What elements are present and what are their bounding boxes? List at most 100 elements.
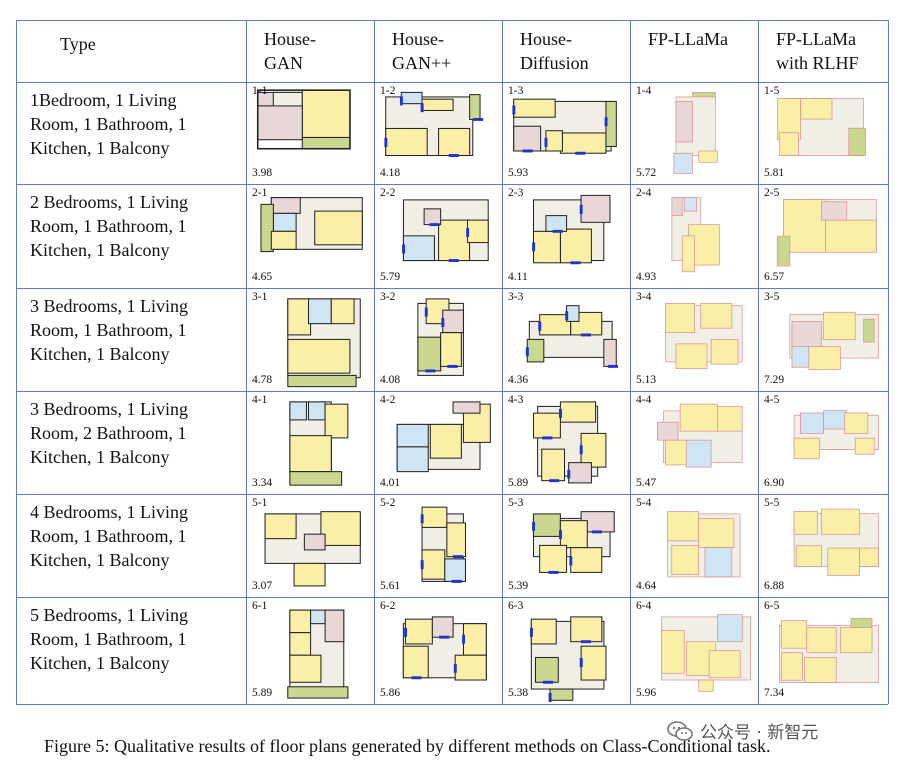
- room: [549, 688, 574, 701]
- table-rule-horizontal: [16, 184, 888, 185]
- door: [522, 149, 533, 153]
- floorplan-drawing: [777, 98, 866, 156]
- room: [289, 632, 312, 656]
- room: [532, 513, 561, 537]
- table-rule-horizontal: [16, 494, 888, 495]
- door: [384, 137, 388, 147]
- room: [566, 305, 580, 322]
- table-rule-vertical: [16, 20, 17, 704]
- room: [559, 132, 607, 154]
- room: [568, 462, 592, 484]
- room: [541, 448, 566, 482]
- sample-score: 5.13: [636, 374, 657, 386]
- room: [806, 627, 837, 654]
- room: [665, 439, 687, 466]
- sample-id: 1-1: [252, 85, 268, 97]
- sample-score: 4.36: [508, 374, 529, 386]
- room: [324, 609, 345, 643]
- room: [580, 432, 607, 468]
- room: [385, 127, 428, 156]
- watermark: 公众号 · 新智元: [666, 718, 818, 743]
- sample-score: 5.86: [380, 687, 401, 699]
- room: [423, 208, 442, 226]
- sample-score: 5.89: [252, 687, 273, 699]
- floorplan-cell: 2-1 4.65: [248, 186, 372, 286]
- room: [679, 403, 718, 432]
- sample-id: 3-1: [252, 291, 268, 303]
- door: [579, 445, 583, 455]
- room: [661, 630, 685, 674]
- door: [473, 117, 484, 121]
- sample-score: 4.11: [508, 271, 528, 283]
- column-header-line: FP-LLaMa: [776, 29, 856, 49]
- door: [439, 635, 450, 639]
- table-rule-horizontal: [16, 288, 888, 289]
- door: [451, 579, 462, 583]
- table-rule-vertical: [502, 20, 503, 704]
- room: [823, 410, 848, 430]
- door: [429, 223, 440, 227]
- door: [420, 103, 424, 113]
- room: [698, 518, 735, 548]
- sample-id: 2-1: [252, 187, 268, 199]
- sample-score: 3.98: [252, 167, 273, 179]
- room: [854, 437, 875, 455]
- room: [827, 547, 860, 576]
- floorplan-drawing: [779, 618, 879, 683]
- floorplan-drawing: [287, 609, 349, 699]
- column-header-line: House-: [520, 29, 572, 49]
- door: [548, 692, 552, 702]
- row-type-line: Room, 1 Bathroom, 1: [30, 526, 187, 546]
- floorplan-cell: 1-1 3.98: [248, 84, 372, 182]
- row-type-line: Kitchen, 1 Balcony: [30, 447, 170, 467]
- sample-id: 4-3: [508, 394, 524, 406]
- sample-id: 2-5: [764, 187, 780, 199]
- room: [452, 401, 481, 414]
- sample-score: 4.93: [636, 271, 657, 283]
- door: [447, 364, 458, 368]
- floorplan-drawing: [384, 91, 484, 157]
- room: [324, 403, 349, 439]
- sample-id: 6-4: [636, 600, 652, 612]
- column-header: FP-LLaMa with RLHF: [776, 27, 859, 75]
- table-rule-horizontal: [16, 20, 888, 21]
- door: [559, 408, 562, 418]
- room: [272, 212, 297, 232]
- room: [681, 235, 695, 273]
- column-header: House-GAN++: [392, 27, 451, 75]
- room: [685, 439, 712, 468]
- room: [539, 544, 568, 573]
- door: [549, 479, 560, 483]
- door: [575, 151, 586, 155]
- sample-id: 1-3: [508, 85, 524, 97]
- floorplan-drawing: [793, 410, 879, 460]
- door: [532, 242, 536, 252]
- door: [569, 556, 573, 566]
- sample-id: 2-4: [636, 187, 652, 199]
- table-rule-vertical: [246, 20, 247, 704]
- room: [848, 127, 866, 156]
- row-type-line: 1Bedroom, 1 Living: [30, 90, 177, 110]
- room: [700, 303, 733, 329]
- door: [402, 244, 406, 254]
- row-type-line: 4 Bedrooms, 1 Living: [30, 502, 188, 522]
- door: [579, 658, 583, 668]
- door: [404, 627, 407, 637]
- column-header-line: with RLHF: [776, 53, 859, 73]
- room: [421, 549, 446, 580]
- door: [580, 640, 592, 644]
- door: [525, 347, 529, 357]
- sample-score: 6.90: [764, 477, 785, 489]
- room: [256, 89, 351, 150]
- sample-score: 4.65: [252, 271, 273, 283]
- room: [396, 446, 429, 473]
- room: [781, 620, 808, 649]
- row-type-line: 5 Bedrooms, 1 Living: [30, 605, 188, 625]
- door: [448, 259, 459, 263]
- room: [804, 656, 837, 683]
